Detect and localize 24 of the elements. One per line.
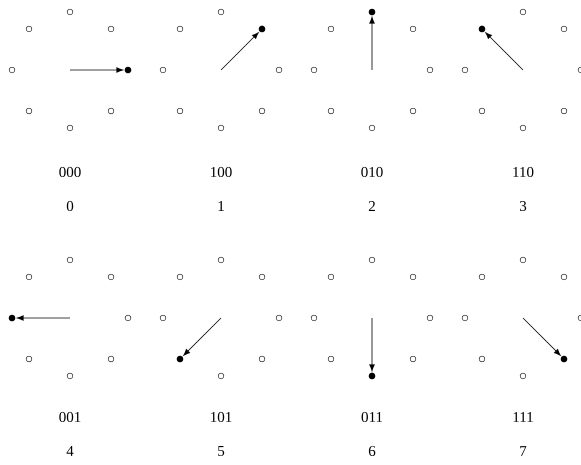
index-label: 5 xyxy=(218,446,224,456)
index-label: 0 xyxy=(66,200,74,212)
arrow xyxy=(183,318,222,356)
code-label: 110 xyxy=(513,166,534,178)
arrow xyxy=(485,32,524,70)
arrow xyxy=(369,318,375,372)
arrow xyxy=(369,16,375,70)
arrow xyxy=(220,32,259,70)
code-label: 100 xyxy=(211,166,232,178)
index-label: 2 xyxy=(368,201,375,211)
code-label: 111 xyxy=(514,412,533,422)
arrow xyxy=(522,318,561,356)
index-label: 6 xyxy=(368,446,376,456)
index-label: 4 xyxy=(66,446,74,456)
arrow xyxy=(16,315,70,321)
code-label: 011 xyxy=(362,412,382,422)
index-label: 7 xyxy=(520,446,526,456)
arrow xyxy=(70,67,124,73)
code-label: 000 xyxy=(59,166,81,178)
code-label: 001 xyxy=(59,412,80,422)
code-label: 101 xyxy=(211,412,232,422)
code-label: 010 xyxy=(361,166,383,178)
index-label: 3 xyxy=(520,200,526,212)
index-label: 1 xyxy=(218,201,224,211)
